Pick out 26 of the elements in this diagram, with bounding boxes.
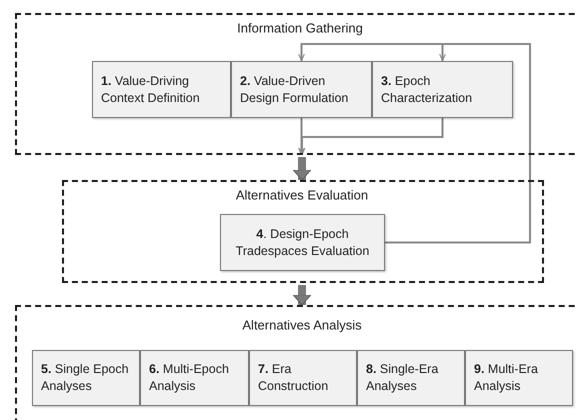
process-box	[231, 61, 372, 118]
process-box	[92, 61, 231, 118]
step-label: 3. Epoch Characterization	[381, 72, 474, 106]
process-box	[249, 350, 357, 406]
process-box	[465, 350, 573, 406]
step-label: 7. Era Construction	[258, 361, 330, 395]
process-box	[32, 350, 140, 406]
group-title: Alternatives Evaluation	[236, 186, 368, 204]
group-title: Alternatives Analysis	[242, 316, 362, 334]
step-label: 4. Design-Epoch Tradespaces Evaluation	[234, 226, 370, 260]
dashed-group-frame	[15, 305, 576, 420]
step-label: 9. Multi-Era Analysis	[474, 361, 539, 395]
step-label: 2. Value-Driven Design Formulation	[240, 72, 350, 106]
process-box	[140, 350, 249, 406]
step-label: 6. Multi-Epoch Analysis	[149, 361, 230, 395]
process-box	[220, 214, 385, 271]
dashed-group-frame	[15, 13, 576, 155]
step-label: 1. Value-Driving Context Definition	[101, 72, 201, 106]
arrow	[298, 118, 305, 156]
step-label: 5. Single Epoch Analyses	[41, 361, 130, 395]
arrow	[298, 118, 444, 156]
process-box	[357, 350, 465, 406]
dashed-group-frame	[62, 180, 544, 283]
step-label: 8. Single-Era Analyses	[366, 361, 440, 395]
process-box	[372, 61, 513, 118]
group-title: Information Gathering	[237, 19, 363, 38]
